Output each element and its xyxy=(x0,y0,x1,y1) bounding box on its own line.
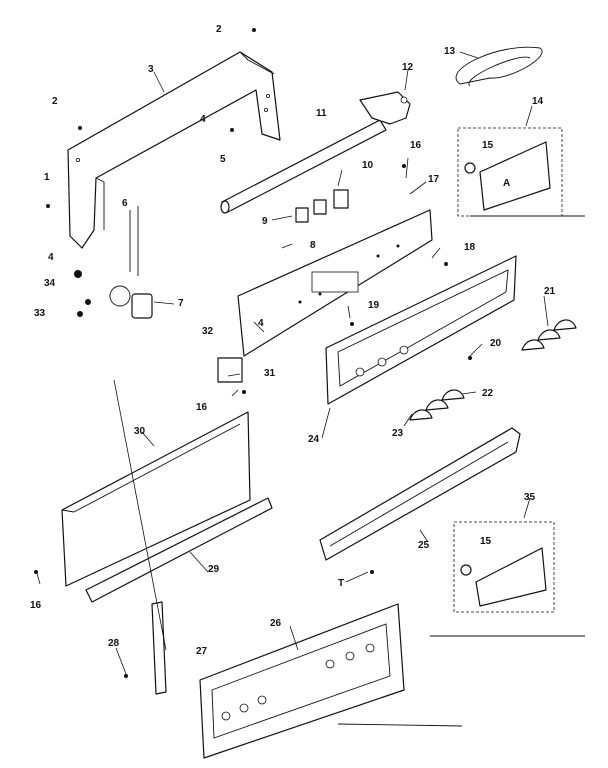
callout-14: 14 xyxy=(532,96,544,107)
callout-24: 24 xyxy=(308,434,320,445)
callout-2b: 2 xyxy=(52,96,58,107)
callout-16b: 16 xyxy=(196,402,208,413)
callout-10: 10 xyxy=(362,160,374,171)
callout-21: 21 xyxy=(544,286,556,297)
callout-30: 30 xyxy=(134,426,146,437)
callout-34: 34 xyxy=(44,278,56,289)
callout-16c: 16 xyxy=(30,600,42,611)
callout-28: 28 xyxy=(108,638,120,649)
callout-17: 17 xyxy=(428,174,440,185)
part-25-trim-bar xyxy=(319,427,521,561)
control-label-4: 4 xyxy=(258,318,264,329)
part-13-wire-loop xyxy=(455,46,543,87)
part-3-top-frame xyxy=(67,51,281,249)
callout-15a: 15 xyxy=(482,140,494,151)
control-label-a: A xyxy=(503,178,510,189)
part-35-inset-box xyxy=(453,521,555,613)
callout-20: 20 xyxy=(490,338,502,349)
callout-16a: 16 xyxy=(410,140,422,151)
part-31-plate xyxy=(217,357,243,383)
callout-18: 18 xyxy=(464,242,476,253)
callout-4a: 4 xyxy=(200,114,206,125)
callout-33: 33 xyxy=(34,308,46,319)
part-14-inset-box: A xyxy=(457,127,563,217)
callout-19: 19 xyxy=(368,300,380,311)
part-24-front-panel xyxy=(325,255,517,405)
part-9-switches xyxy=(295,199,327,223)
callout-4b: 4 xyxy=(48,252,54,263)
callout-7: 7 xyxy=(178,298,184,309)
part-10-switch xyxy=(333,189,349,209)
callout-35: 35 xyxy=(524,492,536,503)
callout-11: 11 xyxy=(316,108,327,119)
callout-9: 9 xyxy=(262,216,268,227)
part-21-knobs xyxy=(521,319,577,351)
callout-3: 3 xyxy=(148,64,154,75)
part-6-rod xyxy=(129,206,139,276)
callout-6: 6 xyxy=(122,198,128,209)
callout-31: 31 xyxy=(264,368,276,379)
callout-26: 26 xyxy=(270,618,282,629)
part-29-lower-strip xyxy=(85,497,273,603)
part-32-control-panel: 4 xyxy=(237,209,433,357)
part-7-motor xyxy=(109,285,153,319)
callout-32: 32 xyxy=(202,326,214,337)
callout-8: 8 xyxy=(310,240,316,251)
callout-2a: 2 xyxy=(216,24,222,35)
hardware-dots xyxy=(34,28,472,678)
leader-lines xyxy=(35,51,549,675)
callout-labels: 1 2 2 3 4 4 5 6 7 8 9 10 11 12 13 14 15 … xyxy=(30,24,556,657)
part-30-back-panel xyxy=(61,411,251,587)
callout-13: 13 xyxy=(444,46,456,57)
part-26-lower-panel xyxy=(199,603,405,759)
callout-22: 22 xyxy=(482,388,494,399)
callout-25: 25 xyxy=(418,540,430,551)
callout-27: 27 xyxy=(196,646,208,657)
part-22-knobs xyxy=(409,389,465,421)
callout-29: 29 xyxy=(208,564,220,575)
callout-t: T xyxy=(338,578,344,589)
callout-23: 23 xyxy=(392,428,404,439)
part-12-bracket xyxy=(359,91,411,125)
callout-5: 5 xyxy=(220,154,226,165)
callout-12: 12 xyxy=(402,62,414,73)
callout-1: 1 xyxy=(44,172,50,183)
part-27-strip xyxy=(151,601,167,695)
callout-15b: 15 xyxy=(480,536,492,547)
